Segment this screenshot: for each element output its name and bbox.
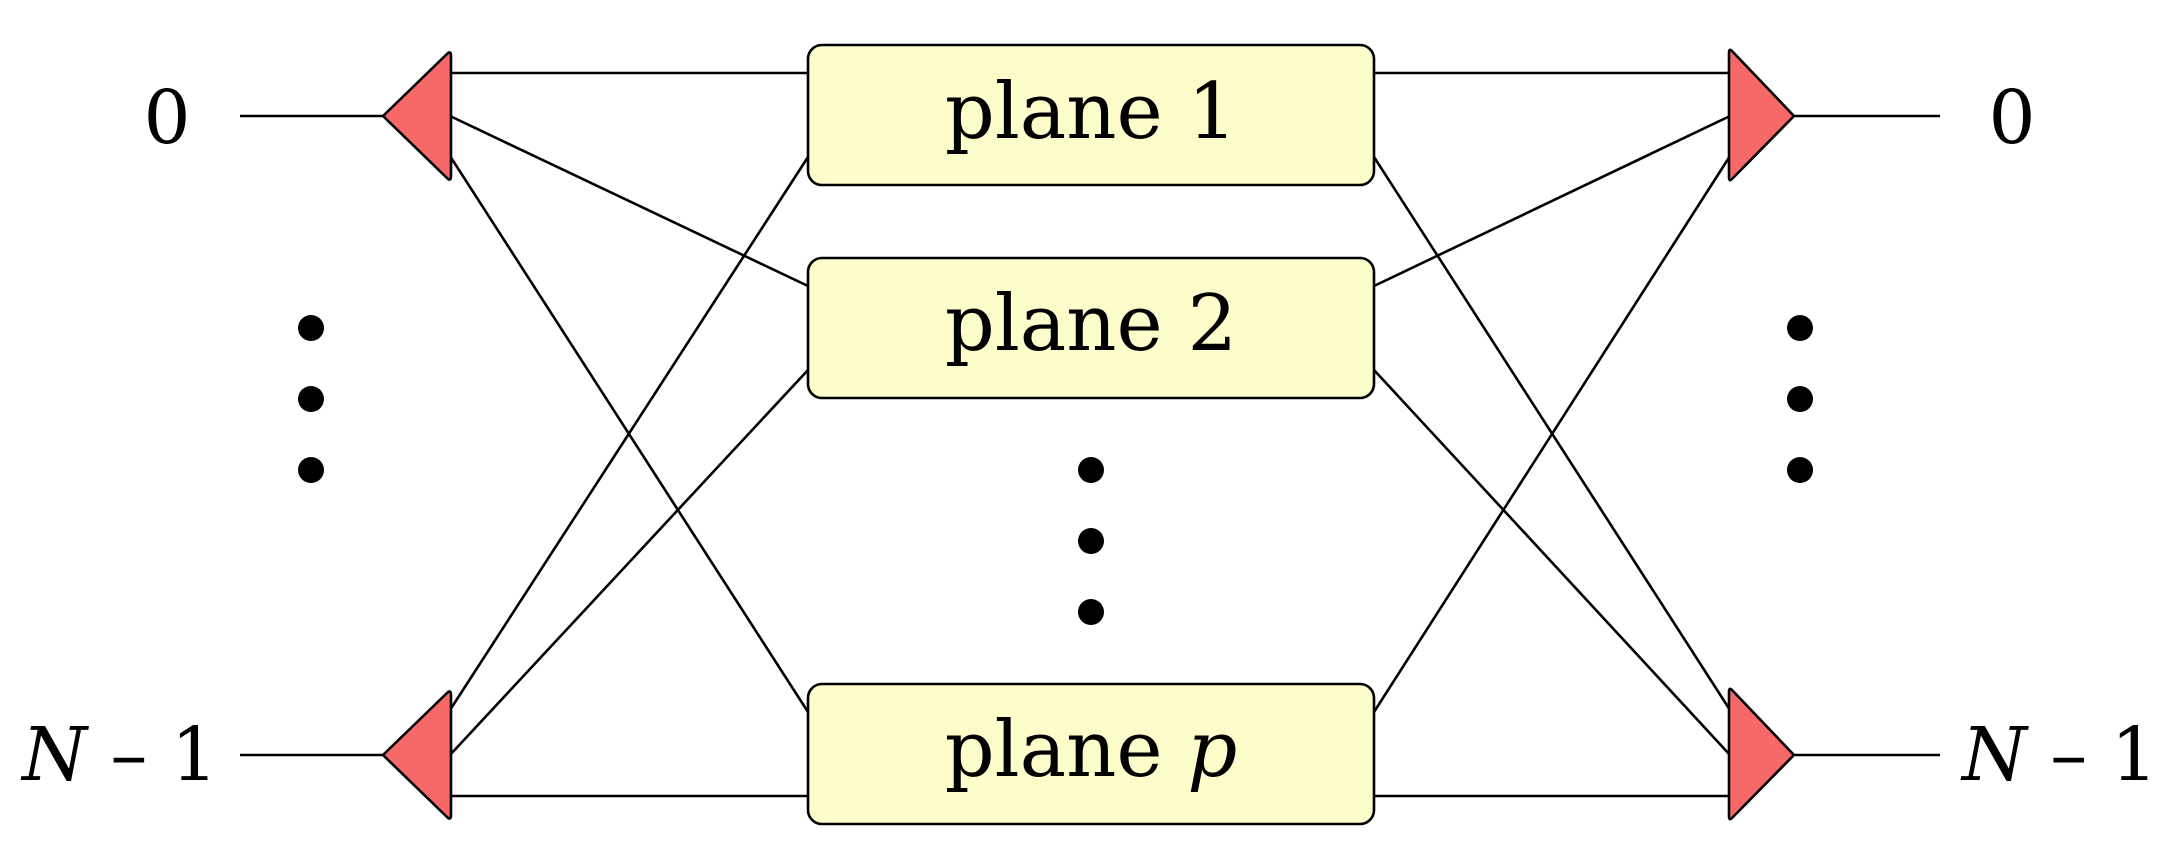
left-bottom-to-plane1 — [448, 156, 810, 711]
plane-p-box — [806, 682, 1376, 826]
input-n1-variable: N — [20, 712, 89, 798]
input-n1-rest: – 1 — [87, 712, 218, 798]
plane2-to-right-top — [1373, 114, 1731, 288]
plane-ellipsis-dot — [1078, 528, 1104, 554]
output-n1-variable: N — [1960, 712, 2029, 798]
right-mux-n1 — [1727, 687, 1796, 821]
plane-p-variable: p — [1187, 705, 1237, 795]
left-bottom-to-plane2 — [449, 369, 809, 756]
input-ellipsis-dot — [298, 315, 324, 341]
output-n1-label: N – 1 — [1960, 712, 2158, 798]
plane-ellipsis-dot — [1078, 599, 1104, 625]
left-top-to-plane2 — [449, 114, 809, 288]
plane2-to-right-bottom — [1373, 369, 1731, 756]
plane-1-box — [806, 43, 1376, 187]
plane-ellipsis-dot — [1078, 457, 1104, 483]
output-n1-rest: – 1 — [2027, 712, 2158, 798]
plane-1-label: plane 1 — [945, 67, 1237, 157]
left-demux-0 — [381, 51, 453, 181]
output-ellipsis-dot — [1787, 315, 1813, 341]
output-ellipsis-dot — [1787, 386, 1813, 412]
plane1-to-right-bottom — [1372, 156, 1732, 711]
plane-p-prefix: plane — [945, 705, 1188, 795]
plane-2-box — [806, 256, 1376, 400]
right-mux-0 — [1727, 48, 1796, 182]
output-ellipsis-dot — [1787, 457, 1813, 483]
left-demux-n1 — [381, 690, 453, 820]
input-0-label: 0 — [143, 75, 190, 161]
input-n1-label: N – 1 — [20, 712, 218, 798]
plane-p-label: plane p — [945, 705, 1238, 795]
plane-2-label: plane 2 — [945, 279, 1237, 369]
output-0-label: 0 — [1988, 75, 2035, 161]
input-ellipsis-dot — [298, 457, 324, 483]
input-ellipsis-dot — [298, 386, 324, 412]
